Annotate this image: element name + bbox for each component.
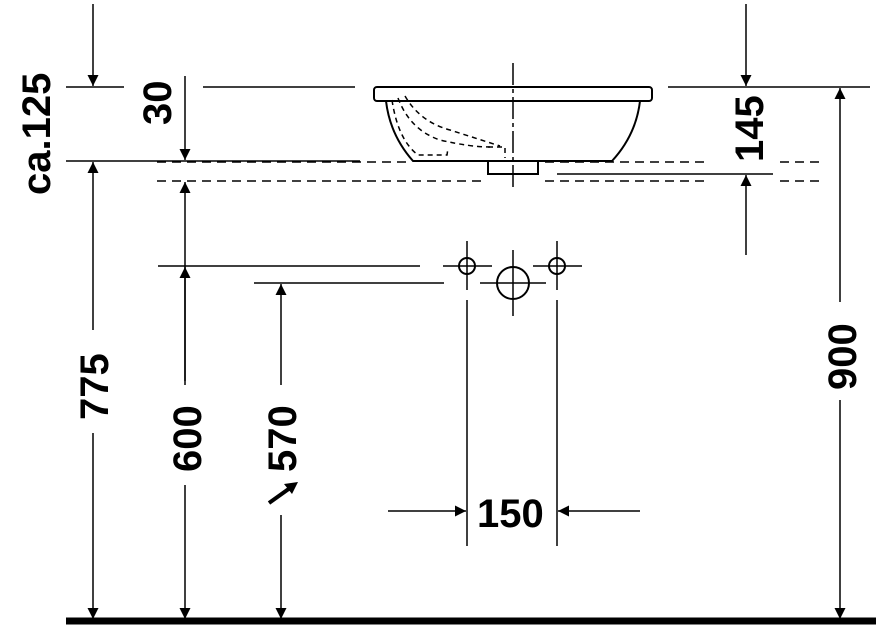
basin-hidden-lines — [391, 95, 506, 158]
supply-connections — [443, 241, 582, 316]
dimension-label-30: 30 — [136, 81, 180, 126]
dimension-label-600: 600 — [166, 405, 210, 472]
countertop-dashed-lines — [157, 161, 822, 182]
dimension-label-570: 570 — [261, 405, 305, 472]
drain-direction-arrow-icon — [267, 482, 298, 505]
dimension-label-900: 900 — [821, 323, 865, 390]
dimension-label-145: 145 — [728, 95, 772, 162]
dimension-150 — [388, 300, 640, 546]
dimension-label-775: 775 — [73, 353, 117, 420]
dimension-label-ca125: ca.125 — [15, 73, 59, 195]
dimension-label-150: 150 — [477, 492, 544, 536]
